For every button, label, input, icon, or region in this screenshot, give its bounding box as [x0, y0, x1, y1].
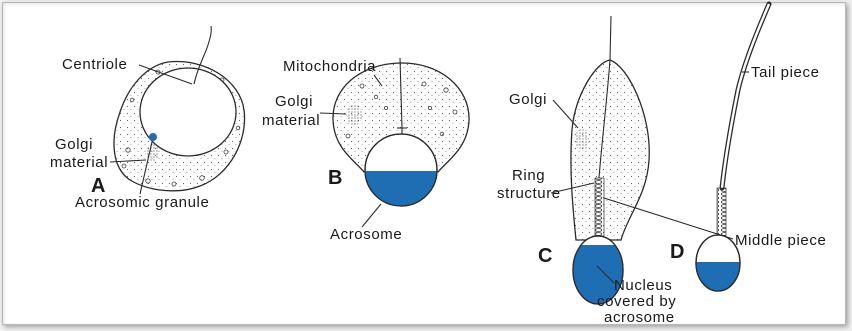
golgi-material-a-label-line1: Golgi [55, 136, 93, 153]
acrosome-label: Acrosome [330, 226, 402, 243]
acrosomic-granule-label: Acrosomic granule [75, 194, 209, 211]
acrosomic-granule [149, 133, 157, 141]
acrosome-leader [362, 204, 381, 227]
mitochondria-label: Mitochondria [283, 58, 376, 75]
golgi-material-b-label-line2: material [262, 112, 320, 129]
golgi-material-a-label-line2: material [50, 154, 108, 171]
middle-piece-label: Middle piece [735, 232, 826, 249]
panel-b: Mitochondria Golgi material B Acrosome [262, 58, 469, 243]
tail-piece-label: Tail piece [751, 64, 820, 81]
cell-b-golgi-material [346, 104, 362, 126]
cell-c-golgi [575, 129, 589, 151]
ring-structure-label-line1: Ring [512, 167, 545, 184]
nucleus-label-line2: covered by [597, 293, 676, 310]
nucleus-label-line3: acrosome [604, 309, 675, 326]
middle-piece [717, 188, 726, 236]
nucleus-label-line1: Nucleus [614, 277, 672, 294]
panel-b-letter: B [328, 167, 342, 189]
panel-c-letter: C [538, 245, 552, 267]
golgi-c-label: Golgi [509, 91, 547, 108]
cell-a-golgi-material [145, 144, 159, 162]
panel-a: Centriole Golgi material A Acrosomic gra… [50, 26, 245, 211]
centriole-label: Centriole [62, 56, 127, 73]
ring-structure [595, 178, 604, 236]
panel-d-letter: D [670, 241, 684, 263]
panel-c: Golgi Ring structure C Nucleus covered b… [497, 16, 676, 326]
golgi-material-b-label-line1: Golgi [275, 93, 313, 110]
cell-a-nucleus [140, 68, 236, 156]
cell-d-tail-core [722, 4, 769, 188]
cell-c-tail [610, 16, 611, 60]
cell-d-tail-outline [722, 4, 769, 188]
